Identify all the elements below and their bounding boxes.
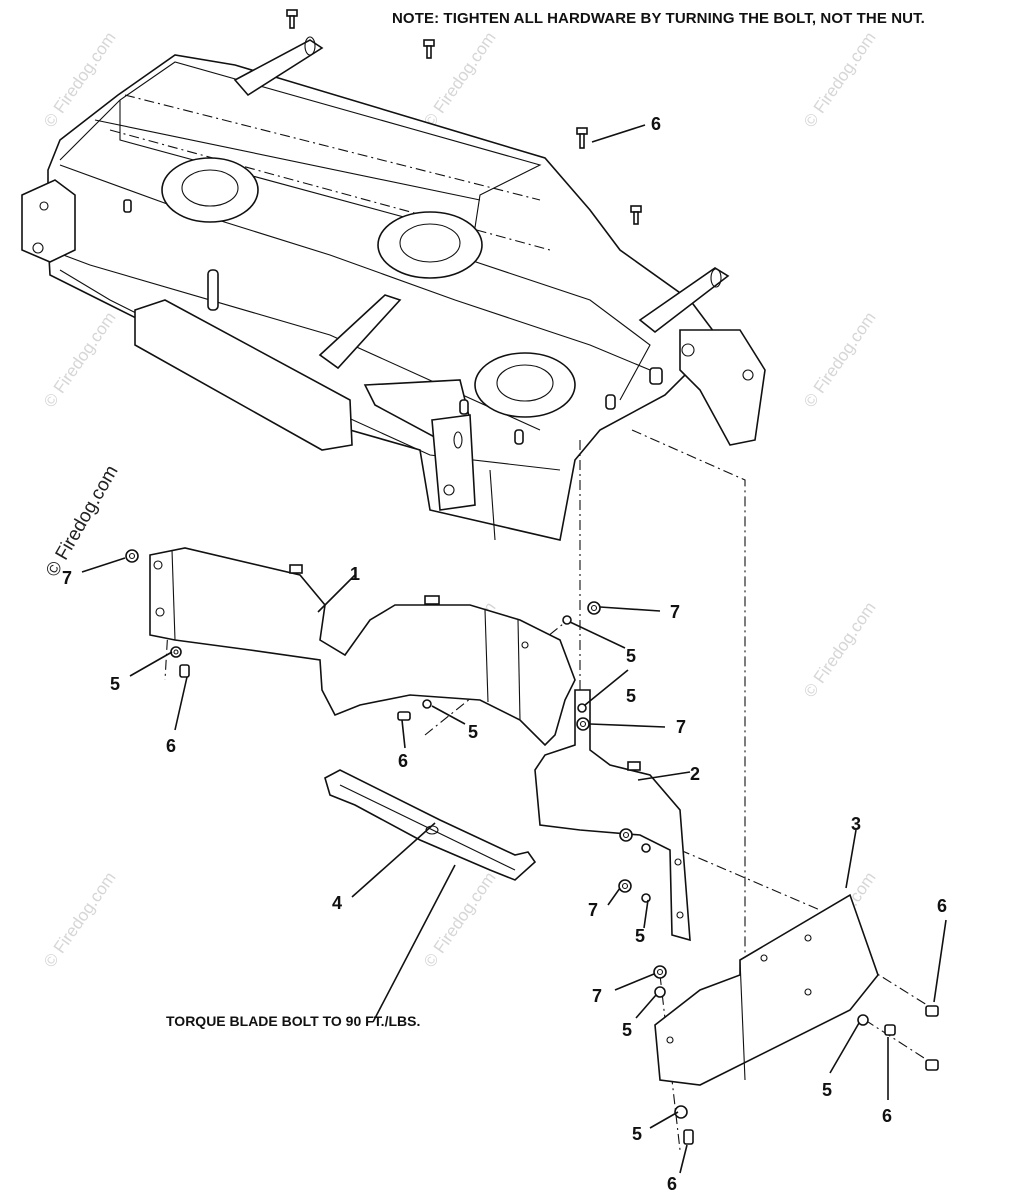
callout-6: 6 [166,736,176,756]
callout-2: 2 [690,764,700,784]
part-2-baffle [534,689,691,942]
callout-7: 7 [62,568,72,588]
callout-5: 5 [632,1124,642,1144]
callout-5: 5 [635,926,645,946]
mower-deck [21,9,766,541]
callout-5: 5 [626,646,636,666]
callouts: 6 1 7 7 5 5 5 5 7 6 6 2 3 4 7 5 6 7 5 5 … [62,114,947,1194]
callout-6: 6 [651,114,661,134]
callout-5: 5 [626,686,636,706]
callout-7: 7 [588,900,598,920]
callout-5: 5 [110,674,120,694]
leader-lines [81,124,947,1174]
callout-1: 1 [350,564,360,584]
callout-6: 6 [882,1106,892,1126]
callout-6: 6 [937,896,947,916]
callout-6: 6 [398,751,408,771]
callout-3: 3 [851,814,861,834]
callout-4: 4 [332,893,342,913]
part-4-blade [324,769,537,881]
note-text: NOTE: TIGHTEN ALL HARDWARE BY TURNING TH… [392,10,925,27]
part-1-baffle [149,547,576,747]
callout-5: 5 [622,1020,632,1040]
callout-5: 5 [468,722,478,742]
torque-note: TORQUE BLADE BOLT TO 90 FT./LBS. [166,1013,421,1029]
callout-6: 6 [667,1174,677,1194]
hardware [125,549,939,1145]
callout-7: 7 [592,986,602,1006]
callout-5: 5 [822,1080,832,1100]
callout-7: 7 [676,717,686,737]
callout-7: 7 [670,602,680,622]
part-3-baffle [654,893,879,1086]
